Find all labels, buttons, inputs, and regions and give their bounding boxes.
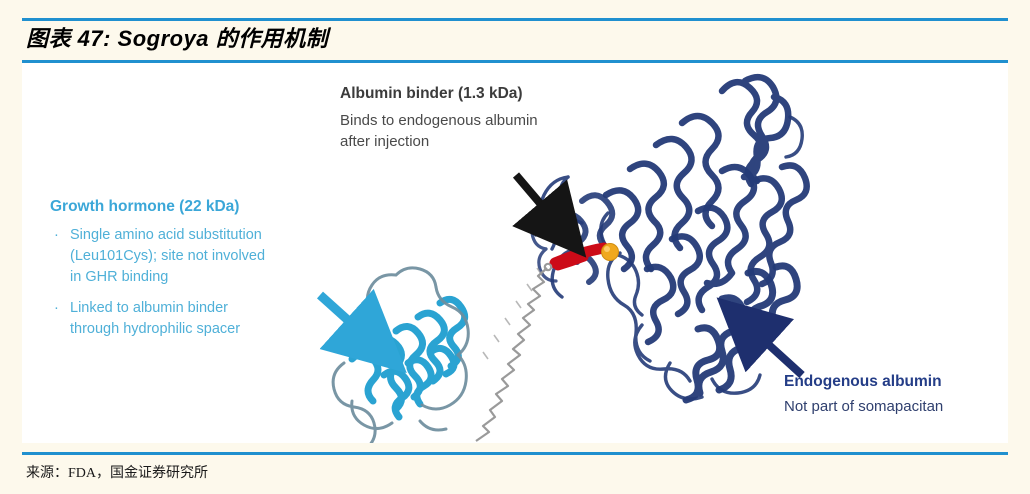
source-note: 来源：FDA，国金证券研究所 — [26, 466, 209, 481]
albumin-binder-desc-line-1: Binds to endogenous albumin — [340, 112, 538, 129]
bullet-2-line-1: Linked to albumin binder — [70, 300, 228, 316]
arrow-albumin-binder — [512, 172, 587, 258]
figure-title: 图表 47: Sogroya 的作用机制 — [26, 26, 329, 51]
bullet-1-line-2: (Leu101Cys); site not involved — [70, 248, 266, 264]
callout-albumin-binder: Albumin binder (1.3 kDa) Binds to endoge… — [340, 85, 610, 152]
protein-structure-illustration — [316, 73, 810, 443]
growth-hormone-bullet-list: · Single amino acid substitution (Leu101… — [50, 225, 340, 340]
bullet-2-line-2: through hydrophilic spacer — [70, 321, 241, 337]
endogenous-albumin-desc: Not part of somapacitan — [784, 398, 944, 415]
list-item: · Single amino acid substitution (Leu101… — [50, 225, 340, 288]
arrow-endogenous-albumin — [716, 297, 805, 378]
hydrophilic-spacer-chain — [475, 262, 553, 442]
albumin-binder-structure — [549, 242, 610, 271]
callout-endogenous-albumin: Endogenous albumin Not part of somapacit… — [784, 373, 1008, 415]
albumin-binder-title: Albumin binder (1.3 kDa) — [340, 85, 523, 102]
bullet-glyph: · — [54, 300, 59, 316]
title-bottom-rule — [22, 60, 1008, 63]
albumin-binder-desc-line-2: after injection — [340, 133, 430, 150]
growth-hormone-structure — [331, 266, 470, 443]
title-top-rule — [22, 18, 1008, 21]
list-item: · Linked to albumin binder through hydro… — [50, 298, 340, 340]
arrow-growth-hormone — [316, 288, 407, 374]
source-top-rule — [22, 452, 1008, 455]
cysteine-marker — [601, 243, 619, 261]
growth-hormone-title: Growth hormone (22 kDa) — [50, 198, 240, 215]
bullet-1-line-3: in GHR binding — [70, 269, 169, 285]
bullet-glyph: · — [54, 227, 59, 243]
mechanism-of-action-figure: Albumin binder (1.3 kDa) Binds to endoge… — [22, 63, 1008, 443]
endogenous-albumin-title: Endogenous albumin — [784, 373, 942, 390]
bullet-1-line-1: Single amino acid substitution — [70, 227, 262, 243]
callout-growth-hormone: Growth hormone (22 kDa) · Single amino a… — [50, 198, 340, 350]
